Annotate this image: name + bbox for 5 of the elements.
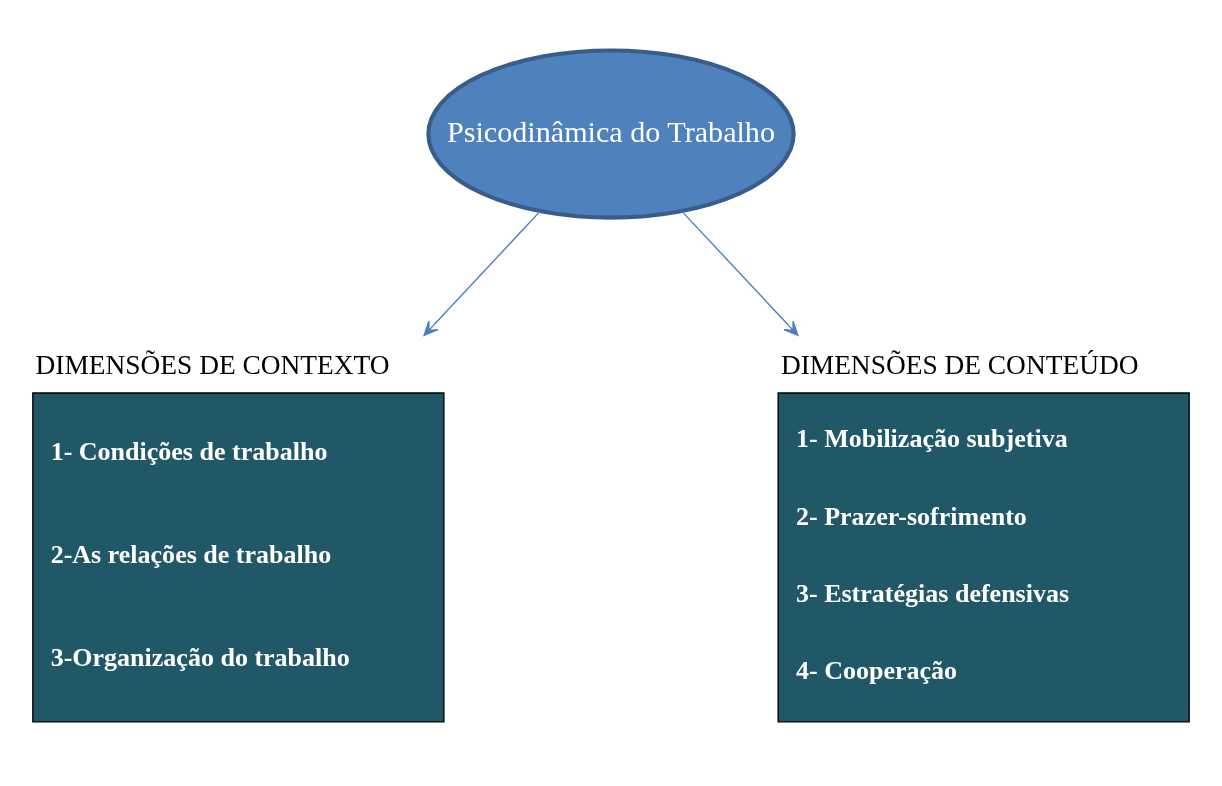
arrow <box>423 210 541 337</box>
node-label: DIMENSÕES DE CONTEXTO <box>35 349 390 380</box>
arrow <box>681 210 799 337</box>
node-ellipse: Psicodinâmica do Trabalho <box>426 48 796 220</box>
node-label: DIMENSÕES DE CONTEÚDO <box>780 349 1139 380</box>
